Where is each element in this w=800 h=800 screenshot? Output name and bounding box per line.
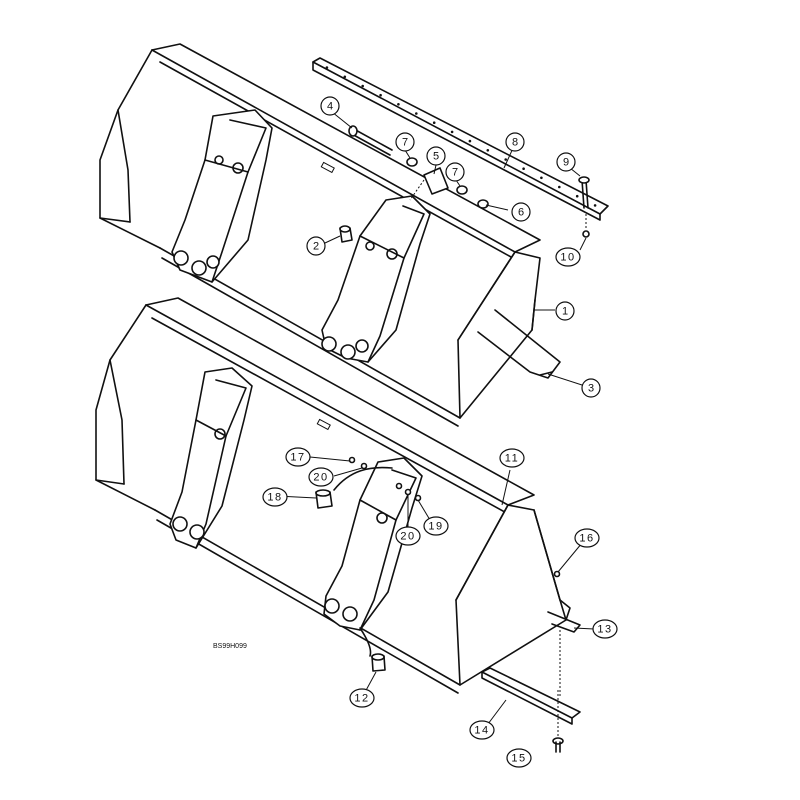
callout-circle <box>445 162 465 182</box>
callout-number: 13 <box>597 624 612 636</box>
bolt-hole <box>468 139 472 143</box>
callout-c5: 5 <box>426 146 446 166</box>
callout-circle <box>555 301 575 321</box>
callout-circle <box>285 447 311 467</box>
cutting-edge-bolt-holes <box>325 66 597 207</box>
callout-number: 11 <box>505 453 519 465</box>
callout-circle <box>505 132 525 152</box>
callout-number: 2 <box>313 241 319 253</box>
callout-number: 20 <box>400 531 415 543</box>
callout-number: 14 <box>474 725 489 737</box>
callout-circle <box>306 236 326 256</box>
callout-circle <box>395 526 421 546</box>
top-bucket <box>99 43 561 427</box>
callout-c12: 12 <box>349 688 375 708</box>
callout-circle <box>395 132 415 152</box>
callout-circle <box>511 202 531 222</box>
bolt-hole <box>486 149 490 152</box>
bolt-hole <box>397 103 400 106</box>
callout-number: 15 <box>511 753 526 765</box>
bottom-bucket <box>95 297 581 694</box>
callout-number: 7 <box>452 167 458 179</box>
callout-circle <box>423 516 449 536</box>
bolt-hole <box>540 176 543 180</box>
bolt-hole <box>325 66 329 69</box>
bolt-hole <box>575 194 579 198</box>
callout-number: 7 <box>402 137 408 149</box>
callout-circle <box>592 619 618 639</box>
drawing-reference-code: BS99H099 <box>213 643 247 650</box>
callout-number: 5 <box>433 151 439 163</box>
bottom-bucket-hardware <box>315 456 581 753</box>
callout-number: 18 <box>267 492 282 504</box>
callout-c7b: 7 <box>445 162 465 182</box>
callout-c20b: 20 <box>395 526 421 546</box>
callout-number: 16 <box>579 533 594 545</box>
bolt-hole <box>361 84 365 88</box>
callout-c1: 1 <box>555 301 575 321</box>
callout-number: 3 <box>588 383 594 395</box>
callout-circle <box>308 467 334 487</box>
bolt-hole <box>558 185 561 189</box>
callout-number: 4 <box>327 101 333 113</box>
callout-number: 9 <box>563 157 569 169</box>
callout-c6: 6 <box>511 202 531 222</box>
callout-number: 1 <box>562 306 568 318</box>
callout-c7a: 7 <box>395 132 415 152</box>
callout-c20a: 20 <box>308 467 334 487</box>
callout-c3: 3 <box>581 378 601 398</box>
callout-c13: 13 <box>592 619 618 639</box>
bolt-hole <box>593 204 597 207</box>
bolt-hole <box>379 93 382 97</box>
callout-circle <box>574 528 600 548</box>
callout-circle <box>426 146 446 166</box>
callout-c11: 11 <box>499 448 525 468</box>
callout-c8: 8 <box>505 132 525 152</box>
callout-circle <box>469 720 495 740</box>
callout-c14: 14 <box>469 720 495 740</box>
callout-circle <box>499 448 525 468</box>
bolt-hole <box>504 158 508 161</box>
callout-number: 6 <box>518 207 524 219</box>
callout-number: 20 <box>313 472 328 484</box>
callout-number: 17 <box>290 452 305 464</box>
top-bucket-hardware <box>312 57 609 243</box>
bolt-hole <box>432 121 436 124</box>
callout-circle <box>262 487 288 507</box>
bolt-hole <box>343 75 347 79</box>
callout-number: 12 <box>354 693 369 705</box>
callout-c18: 18 <box>262 487 288 507</box>
callout-c17: 17 <box>285 447 311 467</box>
callout-circle <box>320 96 340 116</box>
callout-c4: 4 <box>320 96 340 116</box>
callout-c16: 16 <box>574 528 600 548</box>
callout-circle <box>555 247 581 267</box>
callout-circle <box>556 152 576 172</box>
callout-number: 10 <box>560 252 575 264</box>
callout-c15: 15 <box>506 748 532 768</box>
callout-c9: 9 <box>556 152 576 172</box>
bolt-hole <box>450 130 454 134</box>
callout-circle <box>506 748 532 768</box>
callout-c10: 10 <box>555 247 581 267</box>
bolt-hole <box>522 167 525 170</box>
callout-circle <box>581 378 601 398</box>
callout-circle <box>349 688 375 708</box>
callout-c19: 19 <box>423 516 449 536</box>
callout-number: 19 <box>428 521 443 533</box>
bolt-hole <box>415 112 418 115</box>
callout-c2: 2 <box>306 236 326 256</box>
callout-number: 8 <box>512 137 518 149</box>
